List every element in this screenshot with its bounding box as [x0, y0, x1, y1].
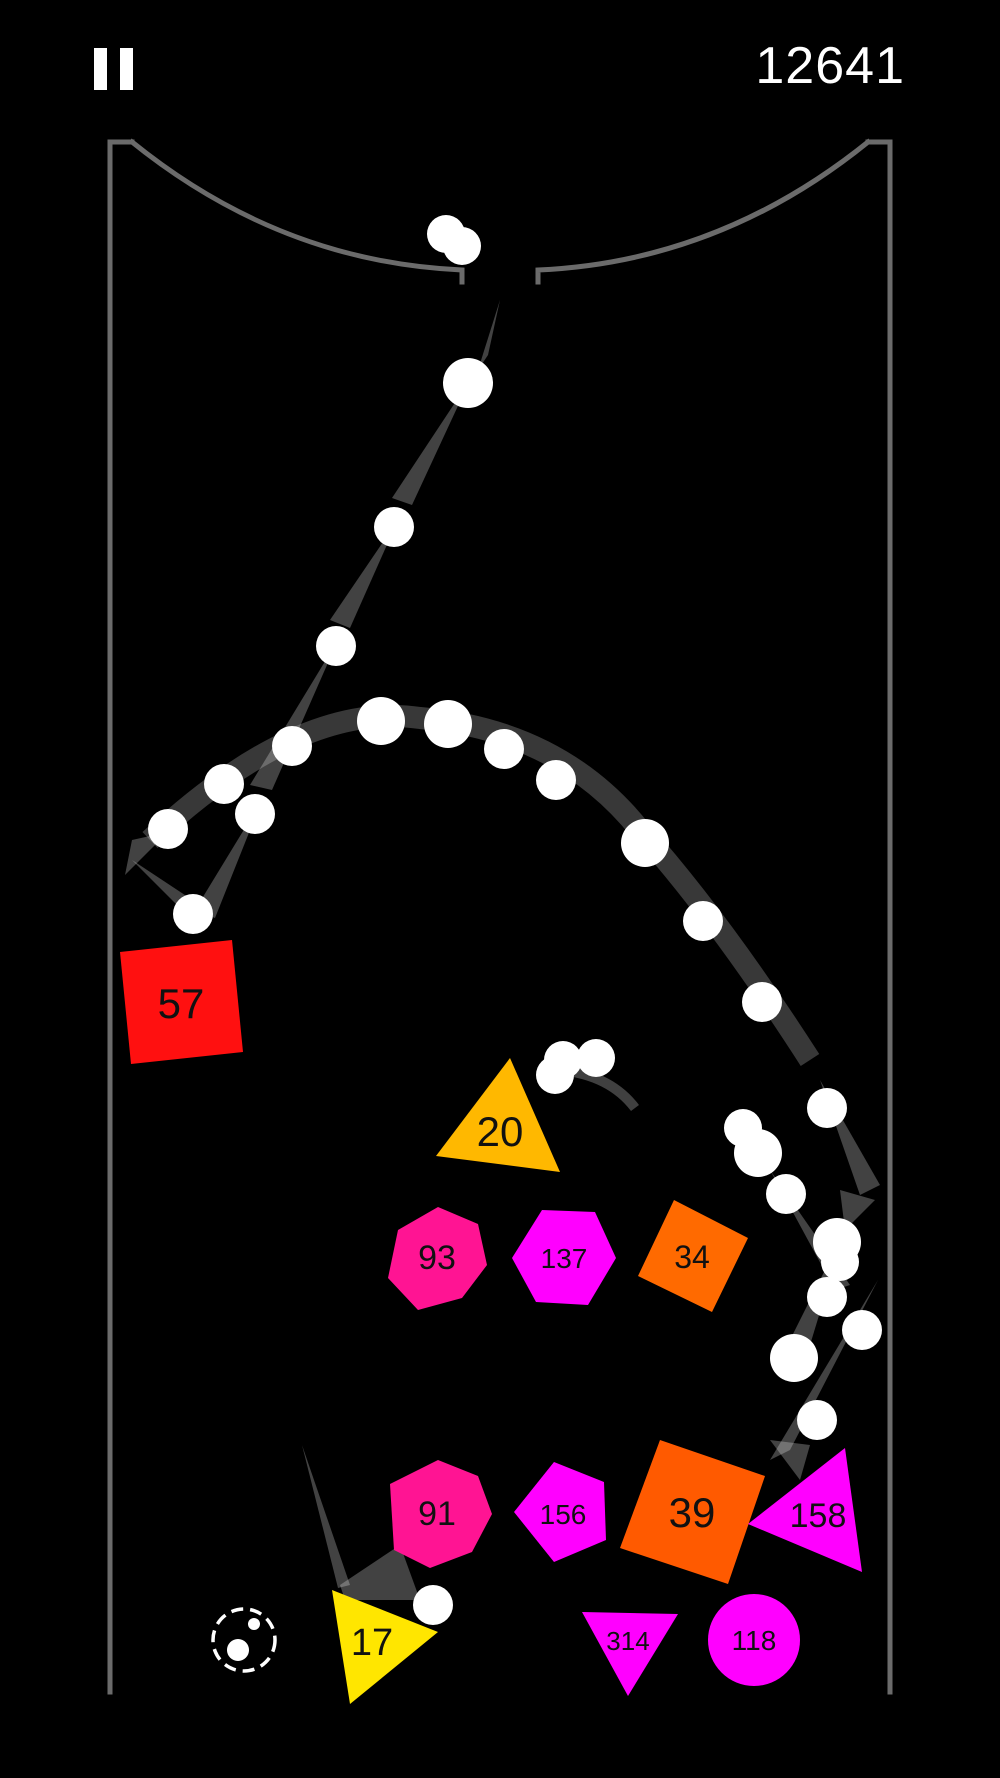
block-158: 158	[748, 1448, 862, 1572]
ball	[357, 697, 405, 745]
block-137: 137	[512, 1210, 616, 1305]
trail-segment	[330, 520, 398, 628]
playfield-walls	[107, 138, 893, 1695]
ball	[621, 819, 669, 867]
pause-bar-left	[94, 48, 107, 90]
trail-segment	[840, 1190, 875, 1230]
funnel-left	[128, 138, 465, 285]
block-314: 314	[582, 1612, 678, 1696]
block-118-label: 118	[732, 1625, 777, 1656]
ball	[484, 729, 524, 769]
block-39-label: 39	[669, 1489, 716, 1536]
block-156-label: 156	[540, 1499, 587, 1530]
ball	[797, 1400, 837, 1440]
ball	[148, 809, 188, 849]
ball	[842, 1310, 882, 1350]
block-93: 93	[388, 1207, 487, 1310]
ball	[443, 358, 493, 408]
block-34: 34	[638, 1200, 748, 1312]
pause-bar-right	[120, 48, 133, 90]
trail-launch	[478, 300, 500, 370]
ball-trails	[125, 300, 880, 1600]
block-93-label: 93	[418, 1239, 456, 1277]
trail-segment	[250, 640, 338, 790]
right-wall	[865, 139, 893, 1695]
ball	[173, 894, 213, 934]
pause-icon[interactable]	[92, 48, 138, 90]
block-17-label: 17	[351, 1622, 393, 1664]
multi-ball-icon[interactable]	[211, 1607, 277, 1673]
trail-segment	[770, 1440, 810, 1480]
block-118: 118	[708, 1594, 800, 1686]
block-57-label: 57	[158, 980, 205, 1027]
block-20: 20	[436, 1058, 560, 1172]
funnel-right	[535, 138, 872, 285]
ball	[316, 626, 356, 666]
blocks: 57 20 93 137 34 91 156 39	[120, 940, 862, 1704]
ball	[734, 1129, 782, 1177]
ball	[272, 726, 312, 766]
ball	[235, 794, 275, 834]
ball	[770, 1334, 818, 1382]
ball	[821, 1243, 859, 1281]
ball	[374, 507, 414, 547]
balls	[148, 215, 882, 1625]
trail-arc	[142, 704, 820, 1066]
block-20-label: 20	[477, 1108, 524, 1155]
block-158-label: 158	[790, 1497, 847, 1535]
ball	[766, 1174, 806, 1214]
block-91-label: 91	[418, 1495, 456, 1533]
block-57: 57	[120, 940, 243, 1064]
ball	[536, 1056, 574, 1094]
block-314-label: 314	[606, 1626, 649, 1656]
ball	[807, 1277, 847, 1317]
block-91: 91	[390, 1460, 492, 1568]
ball	[577, 1039, 615, 1077]
block-17: 17	[332, 1590, 438, 1704]
score: 12641	[755, 37, 905, 95]
trail-segment	[302, 1445, 350, 1588]
ball	[413, 1585, 453, 1625]
left-wall	[107, 139, 135, 1695]
block-39: 39	[620, 1440, 765, 1584]
ball	[807, 1088, 847, 1128]
ball	[683, 901, 723, 941]
block-137-label: 137	[541, 1243, 588, 1274]
trail-segment	[340, 1545, 420, 1600]
ball	[424, 700, 472, 748]
ball	[204, 764, 244, 804]
block-34-label: 34	[674, 1239, 710, 1275]
trail-segment	[392, 380, 470, 505]
block-156: 156	[514, 1462, 606, 1562]
ball	[443, 227, 481, 265]
ball	[536, 760, 576, 800]
ball	[742, 982, 782, 1022]
